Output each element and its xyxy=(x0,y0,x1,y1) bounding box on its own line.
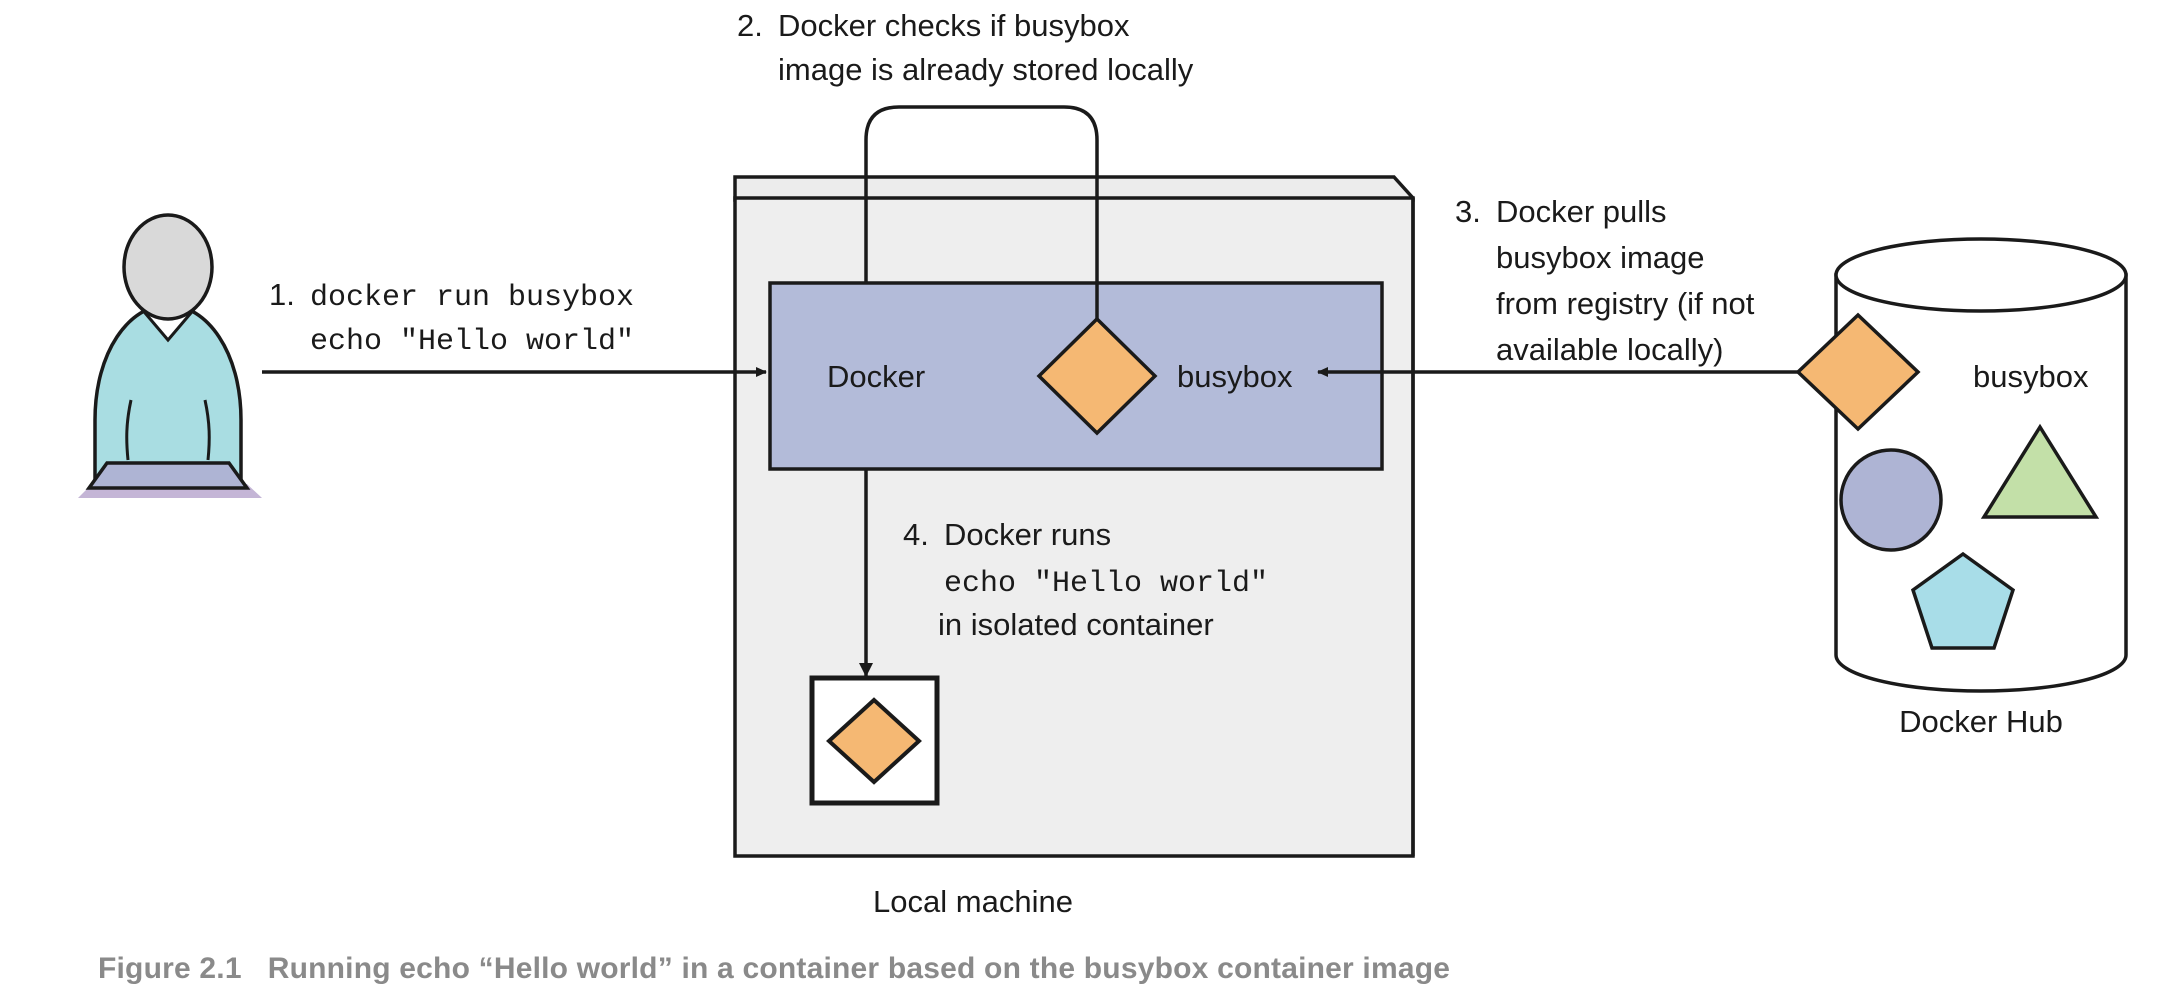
hub-circle-image xyxy=(1839,448,1943,552)
person-right-arm xyxy=(203,399,211,461)
figure-caption-number: Figure 2.1 xyxy=(98,952,242,985)
busybox-image-label: busybox xyxy=(1177,359,1293,394)
step3-text-line4: available locally) xyxy=(1496,332,1723,367)
step1-label: 1. docker run busybox echo "Hello world" xyxy=(269,277,634,359)
hub-pentagon-image xyxy=(1910,551,2016,650)
step4-text-line3: in isolated container xyxy=(938,607,1214,642)
local-machine-label: Local machine xyxy=(873,884,1073,919)
step2-loop-arrow xyxy=(864,105,1102,356)
step4-text-line1: Docker runs xyxy=(944,517,1111,552)
hub-triangle-image xyxy=(1980,423,2100,519)
docker-hub-cylinder xyxy=(1795,237,2128,693)
step2-number: 2. xyxy=(737,8,763,43)
isolated-container-box xyxy=(809,675,940,806)
docker-engine-label: Docker xyxy=(827,359,925,394)
busybox-image-diamond xyxy=(1036,316,1158,436)
hub-busybox-diamond xyxy=(1795,312,1921,432)
step3-label: 3. Docker pulls busybox image from regis… xyxy=(1455,194,1755,367)
step4-number: 4. xyxy=(903,517,929,552)
figure-caption: Figure 2.1 Running echo “Hello world” in … xyxy=(98,952,1450,986)
step2-text-line1: Docker checks if busybox xyxy=(778,8,1130,43)
person-head xyxy=(122,213,214,321)
step3-text-line1: Docker pulls xyxy=(1496,194,1667,229)
docker-hub-label: Docker Hub xyxy=(1899,704,2063,739)
step3-number: 3. xyxy=(1455,194,1481,229)
step1-number: 1. xyxy=(269,277,295,312)
step1-command-line2: echo "Hello world" xyxy=(310,325,634,359)
step4-label: 4. Docker runs echo "Hello world" in iso… xyxy=(903,517,1268,642)
person-left-arm xyxy=(125,399,133,461)
figure-caption-text: Running echo “Hello world” in a containe… xyxy=(267,952,1451,985)
laptop-screen xyxy=(85,461,251,490)
loop-arrow-path xyxy=(864,105,1102,356)
user-at-laptop-illustration xyxy=(78,213,262,498)
container-image-diamond xyxy=(826,697,922,785)
step4-command: echo "Hello world" xyxy=(944,567,1268,601)
step2-label: 2. Docker checks if busybox image is alr… xyxy=(737,8,1194,87)
step3-text-line2: busybox image xyxy=(1496,240,1705,275)
step3-text-line3: from registry (if not xyxy=(1496,286,1755,321)
step1-command-line1: docker run busybox xyxy=(310,281,634,315)
cylinder-top xyxy=(1834,237,2128,313)
busybox-diamond-shape xyxy=(1036,316,1158,436)
hub-busybox-label: busybox xyxy=(1973,359,2089,394)
step2-text-line2: image is already stored locally xyxy=(778,52,1194,87)
